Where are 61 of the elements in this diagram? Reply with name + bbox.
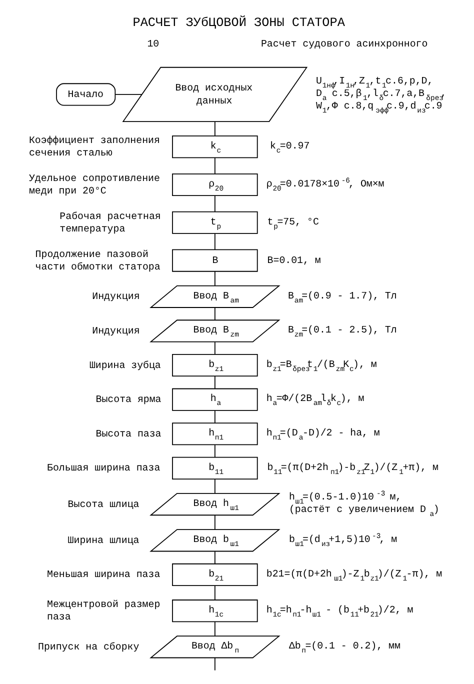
node-box: Начало [56,83,116,106]
connector [214,585,215,600]
node-box: b$_{11}$ [172,456,258,480]
connector [214,376,215,390]
node-label: Высота шлица [67,498,139,510]
node-label: Индукция [92,325,140,336]
label: Расчет судового асинхронного [260,38,428,50]
connector [214,158,215,174]
node-label: k$_{c}$=0.97 [270,140,310,156]
node-label: Межцентровой размер паза [46,599,160,623]
node-label: Меньшая ширина паза [46,569,160,580]
node-label: ρ$_{20}$=0.0178×10$^{-6}$, Ом×м [266,177,384,194]
node-box: ρ$_{20}$ [172,173,258,196]
connector [214,551,215,564]
node-box: h$_{п1}$ [172,422,258,446]
node-label: Δb$_{п}$=(0.1 - 0.2), мм [288,640,400,656]
connector [214,514,215,530]
node-label: Ширина зубца [88,360,160,371]
node-label: Припуск на сборку [37,641,139,652]
connector [214,410,215,424]
connector [214,657,215,671]
connector [214,271,215,286]
node-label: h$_{ш1}$=(0.5-1.0)10$^{-3}$ м, (растёт с увеличением D$_{a}$) [288,490,439,520]
node-label: B$_{zm}$=(0.1 - 2.5), Тл [288,324,396,340]
node-label: Удельное сопротивление меди при 20°C [28,172,160,197]
node-label: Коэффициент заполнения сечения сталью [28,135,160,159]
node-box: t$_{р}$ [172,211,258,234]
connector [214,121,215,136]
node-label: Продолжение пазовой части обмотки статора [34,248,160,272]
node-label: Высота паза [95,428,161,440]
node-label: Рабочая расчетная температура [59,210,160,234]
connector [214,342,215,355]
connector [214,621,215,636]
node-label: h$_{a}$=Φ/(2B$_{am}$l$_{δ}$k$_{c}$), м [266,393,364,408]
node-box: b$_{21}$ [172,563,258,586]
node-box: h$_{1c}$ [172,600,258,622]
node-box: B [172,249,258,272]
node-label: Индукция [92,291,140,302]
node-label: b$_{11}$=(π(D+2h$_{п1}$)-b$_{z1}$Z$_{1}$)/(Z$_{1}$+π), м [266,462,438,477]
node-label: h$_{п1}$=(D$_{a}$-D)/2 - ha, м [266,428,380,443]
node-label: Высота ярма [95,394,161,406]
node-label: b21=(π(D+2h$_{ш1}$)-Z$_{1}$b$_{z1}$)/(Z$_{1}$-π), м [266,568,442,584]
connector [214,233,215,250]
node-label: t$_{р}$=75, °C [266,216,318,232]
connector [214,478,215,494]
node-label: b$_{ш1}$=(d$_{из}$+1,5)10$^{-3}$, м [288,533,397,550]
connector [214,444,215,458]
node-label: B$_{am}$=(0.9 - 1.7), Тл [288,290,396,306]
node-label: Ширина шлица [67,534,139,546]
connector [114,94,142,95]
node-box: b$_{z1}$ [172,354,258,377]
label: 10 [146,38,159,50]
node-label: b$_{z1}$=B$_{δрез}$t$_{1}$/(B$_{zm}$K$_{c}$), м [266,358,376,374]
connector [214,307,215,320]
connector [214,195,215,212]
node-box: k$_{c}$ [172,136,258,158]
node-box: h$_{a}$ [172,388,258,411]
node-label: B=0.01, м [266,255,320,266]
node-label: h$_{1c}$=h$_{п1}$-h$_{ш1}$ - (b$_{11}$+b$_{21}$)/2, м [266,604,413,620]
diagram-title: РАСЧЕТ ЗУбЦОВОЙ ЗОНЫ СТАТОРА [132,15,344,30]
node-label: Большая ширина паза [46,462,160,474]
